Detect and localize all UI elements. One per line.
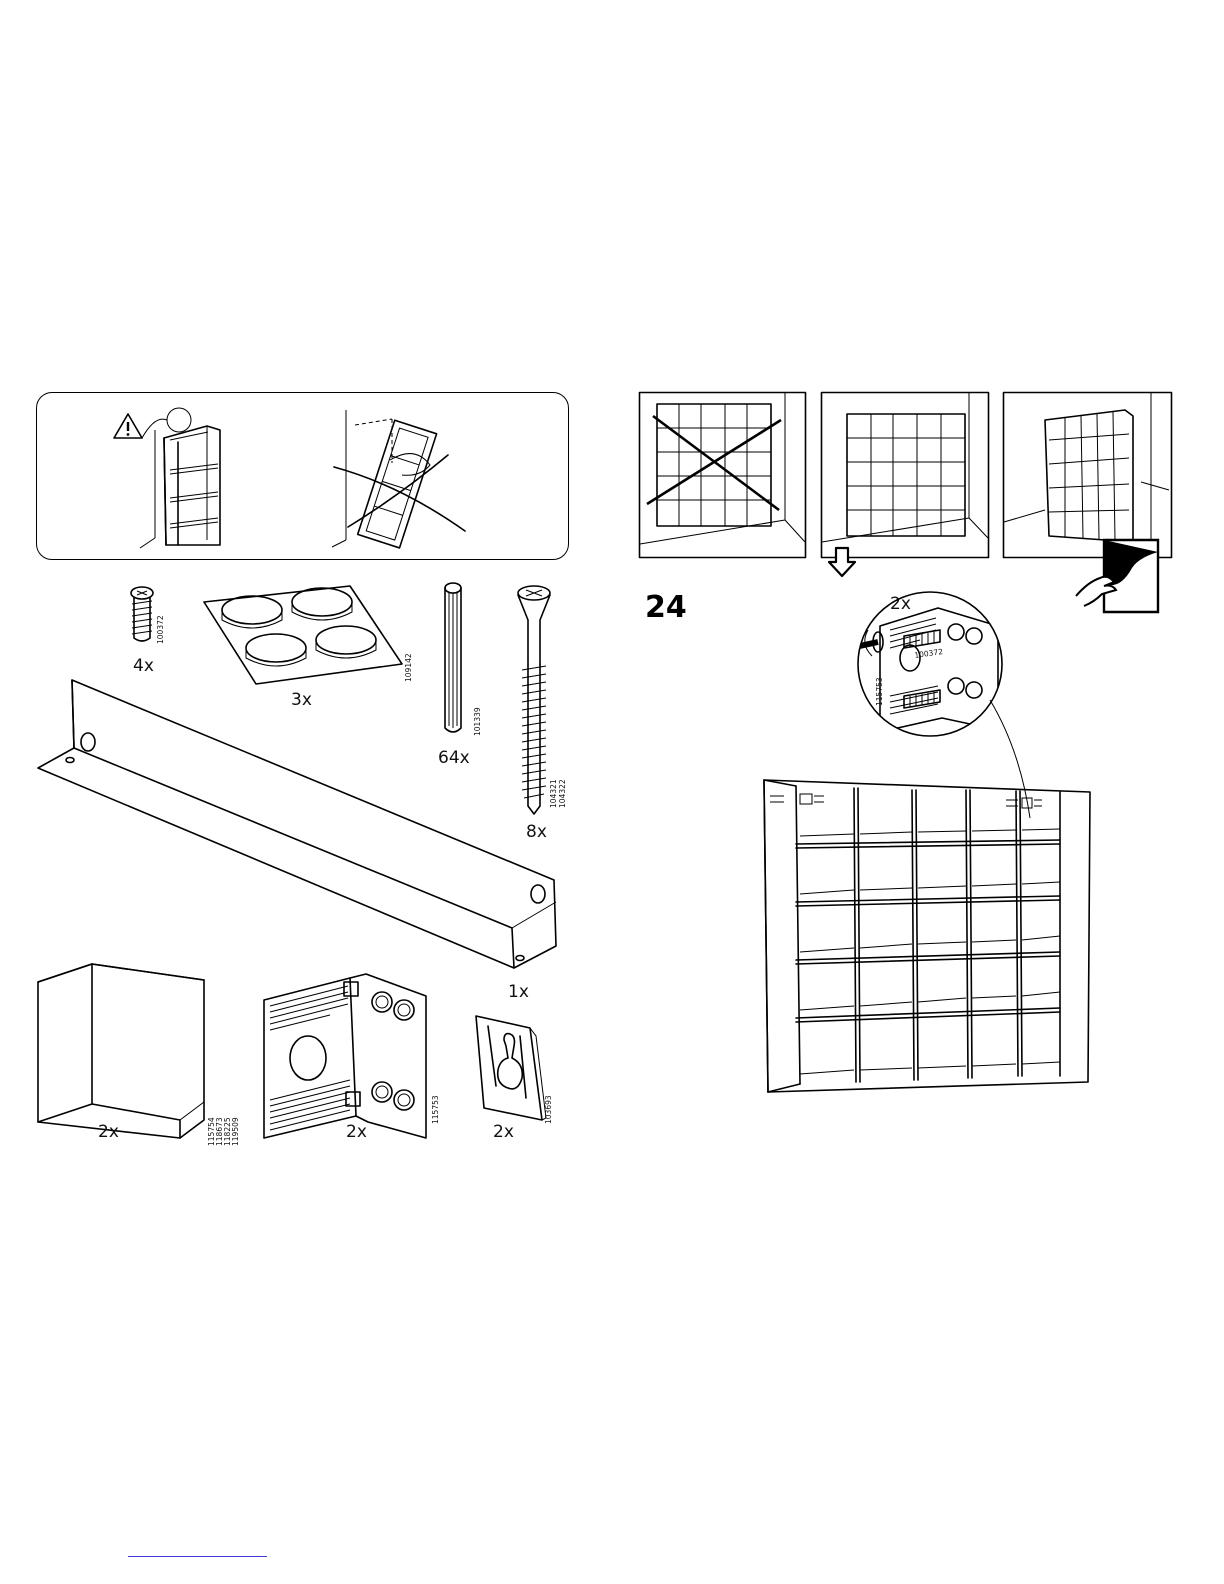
quantity-keyhole-plate: 2x	[493, 1122, 514, 1142]
warning-triangle-icon	[114, 414, 142, 438]
keyhole-plate-illustration	[470, 1012, 550, 1124]
step-number: 24	[645, 590, 687, 625]
rail-illustration	[34, 676, 560, 976]
down-arrow-icon	[826, 544, 858, 580]
footer-link-underline[interactable]	[128, 1556, 267, 1557]
part-number-screw: 100372	[157, 615, 165, 644]
panel-correct-placement	[821, 392, 989, 558]
safe-bookcase-illustration	[100, 400, 240, 550]
part-number-keyhole-plate: 103693	[545, 1095, 553, 1124]
corner-bracket-illustration	[34, 950, 208, 1142]
part-number-hinge-fitting: 115753	[432, 1095, 440, 1124]
hinge-fitting-illustration	[260, 970, 430, 1142]
cross-out-icon	[334, 455, 465, 531]
panel-wrong-wall-gap	[639, 392, 806, 558]
bookcase-illustration	[760, 776, 1092, 1100]
quantity-corner-bracket: 2x	[98, 1122, 119, 1142]
quantity-screw: 4x	[133, 656, 154, 676]
peel-page-icon	[1074, 538, 1164, 614]
panel-corner-placement	[1003, 392, 1172, 558]
quantity-rail: 1x	[508, 982, 529, 1002]
felt-pads-illustration	[200, 584, 406, 686]
cross-out-icon	[647, 416, 781, 510]
detail-part-number-fitting: 115753	[876, 677, 884, 706]
part-number-corner-bracket-d: 119509	[232, 1117, 240, 1146]
screw-100372-illustration	[128, 586, 158, 646]
quantity-hinge-fitting: 2x	[346, 1122, 367, 1142]
tipping-bookcase-illustration	[320, 405, 480, 550]
part-number-long-screw-b: 104322	[559, 779, 567, 808]
